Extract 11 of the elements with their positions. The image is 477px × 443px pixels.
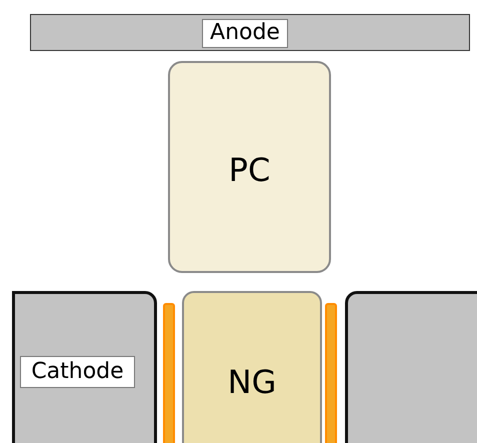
pc-label: PC xyxy=(228,151,270,189)
separator-bar xyxy=(325,303,337,443)
separator-bar xyxy=(163,303,175,443)
anode-bar xyxy=(30,14,470,51)
ng-label: NG xyxy=(228,363,276,401)
electrode-block xyxy=(345,291,477,443)
cathode-block xyxy=(12,291,157,443)
pc-box xyxy=(168,61,331,273)
cathode-label: Cathode xyxy=(20,356,135,388)
anode-label: Anode xyxy=(202,19,288,48)
ng-box xyxy=(182,291,322,443)
